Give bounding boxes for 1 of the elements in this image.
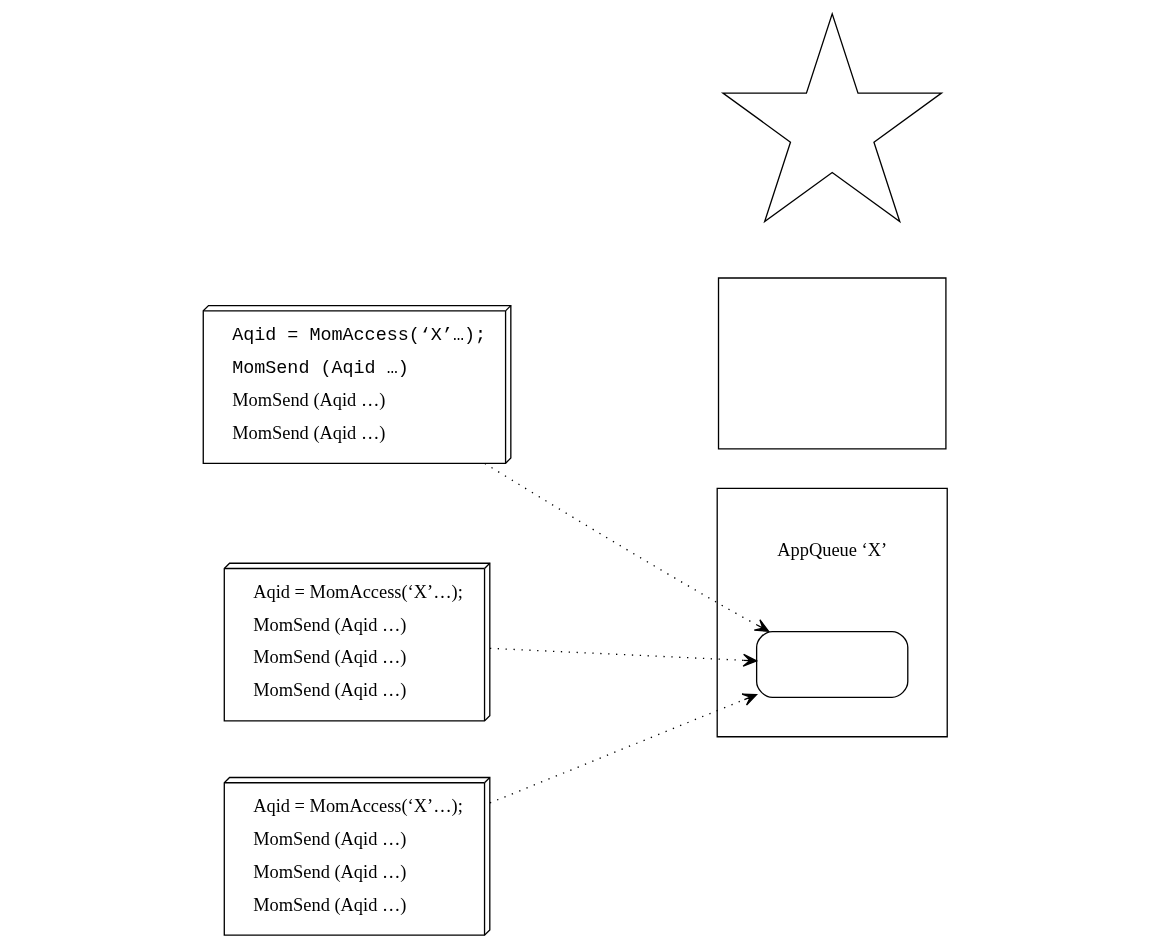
- node-label: AppQueue ‘X’: [776, 540, 887, 561]
